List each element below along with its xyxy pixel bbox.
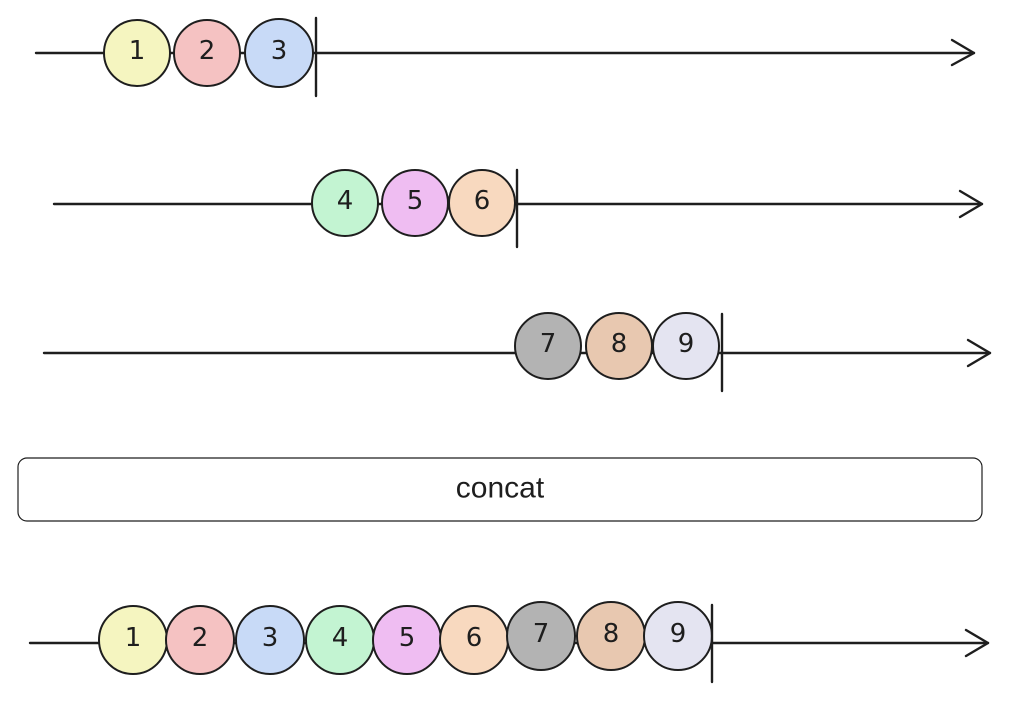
output-marble-6: 6 <box>439 605 509 675</box>
marble-circle <box>506 601 576 671</box>
marble-label: 1 <box>125 623 142 653</box>
marble-label: 3 <box>271 36 288 66</box>
marble-8: 8 <box>585 312 653 380</box>
output-marble-4: 4 <box>305 605 375 675</box>
output-marble-3: 3 <box>235 605 305 675</box>
marble-circle <box>244 18 314 88</box>
marble-4: 4 <box>311 169 379 237</box>
output-marble-5: 5 <box>372 605 442 675</box>
marble-label: 4 <box>332 623 349 653</box>
output-marble-2: 2 <box>165 605 235 675</box>
marble-circle <box>652 312 720 380</box>
input-stream-1: 1 2 3 <box>34 16 976 98</box>
marble-label: 5 <box>407 186 424 216</box>
marble-label: 9 <box>678 329 695 359</box>
output-marble-8: 8 <box>576 601 646 671</box>
marble-label: 8 <box>603 619 620 649</box>
output-marble-9: 9 <box>643 601 713 671</box>
marble-6: 6 <box>448 169 516 237</box>
output-marble-1: 1 <box>98 605 168 675</box>
marble-3: 3 <box>244 18 314 88</box>
timeline-arrowhead <box>964 628 990 658</box>
timeline-arrowhead <box>950 38 976 67</box>
marble-circle <box>311 169 379 237</box>
marble-label: 6 <box>474 186 491 216</box>
marble-label: 7 <box>533 619 550 649</box>
marble-7: 7 <box>514 312 582 380</box>
marble-9: 9 <box>652 312 720 380</box>
marble-5: 5 <box>381 169 449 237</box>
operator-label: concat <box>456 472 545 505</box>
marble-label: 9 <box>670 619 687 649</box>
marble-label: 7 <box>540 329 557 359</box>
output-marble-7: 7 <box>506 601 576 671</box>
input-stream-3: 7 8 9 <box>42 312 992 393</box>
marble-label: 2 <box>199 36 216 66</box>
operator-box-outline <box>17 457 983 522</box>
output-stream: 1 2 3 4 5 6 7 8 <box>28 601 990 684</box>
marble-label: 3 <box>262 623 279 653</box>
marble-label: 2 <box>192 623 209 653</box>
marble-circle <box>165 605 235 675</box>
marble-label: 5 <box>399 623 416 653</box>
marble-circle <box>235 605 305 675</box>
marble-label: 6 <box>466 623 483 653</box>
marble-circle <box>173 19 241 87</box>
marble-circle <box>448 169 516 237</box>
marble-2: 2 <box>173 19 241 87</box>
marble-1: 1 <box>103 19 171 87</box>
input-stream-2: 4 5 6 <box>52 168 984 249</box>
timeline-arrowhead <box>966 338 992 368</box>
marble-label: 8 <box>611 329 628 359</box>
marble-circle <box>514 312 582 380</box>
marble-label: 4 <box>337 186 354 216</box>
marble-label: 1 <box>129 36 146 66</box>
timeline-arrowhead <box>958 189 984 219</box>
marble-circle <box>103 19 171 87</box>
operator-box: concat <box>17 457 983 522</box>
